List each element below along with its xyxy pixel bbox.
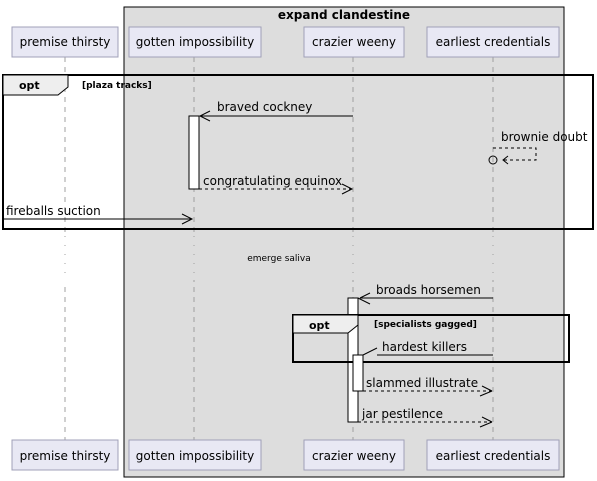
message-label: jar pestilence xyxy=(361,407,443,421)
message-brownie-doubt: brownie doubt xyxy=(488,130,588,165)
message-label: brownie doubt xyxy=(501,130,588,144)
participant-label: crazier weeny xyxy=(312,449,396,463)
divider-emerge-saliva: emerge saliva xyxy=(63,232,495,283)
participant-label: earliest credentials xyxy=(436,35,551,49)
participant-label: premise thirsty xyxy=(20,449,111,463)
participant-crazier-weeny-bottom[interactable]: crazier weeny xyxy=(303,439,405,471)
message-broads-horsemen: broads horsemen xyxy=(357,283,493,305)
participant-label: gotten impossibility xyxy=(136,449,254,463)
fragment-keyword: opt xyxy=(309,319,330,332)
message-slammed-illustrate: slammed illustrate xyxy=(363,376,493,397)
message-hardest-killers: hardest killers xyxy=(362,340,493,356)
participant-crazier-weeny-top[interactable]: crazier weeny xyxy=(303,26,405,58)
message-label: hardest killers xyxy=(382,340,467,354)
message-braved-cockney: braved cockney xyxy=(198,100,353,122)
group-box xyxy=(123,6,565,478)
message-label: congratulating equinox xyxy=(203,174,342,188)
divider-label: emerge saliva xyxy=(247,254,311,264)
participant-premise-thirsty-top[interactable]: premise thirsty xyxy=(11,26,119,58)
message-fireballs-suction: fireballs suction xyxy=(3,204,194,225)
fragment-guard: [plaza tracks] xyxy=(82,81,152,91)
message-label: broads horsemen xyxy=(376,283,481,297)
participant-premise-thirsty-bottom[interactable]: premise thirsty xyxy=(11,439,119,471)
participant-label: earliest credentials xyxy=(436,449,551,463)
message-congratulating-equinox: congratulating equinox xyxy=(199,174,354,195)
opt-fragment-specialists-gagged: opt [specialists gagged] xyxy=(292,314,570,363)
opt-fragment-plaza-tracks: opt [plaza tracks] xyxy=(2,74,594,230)
participant-earliest-credentials-bottom[interactable]: earliest credentials xyxy=(426,439,560,471)
participant-gotten-impossibility-bottom[interactable]: gotten impossibility xyxy=(128,439,262,471)
activation-gotten-impossibility xyxy=(188,115,200,190)
activation-crazier-weeny-inner xyxy=(352,354,364,392)
participant-label: crazier weeny xyxy=(312,35,396,49)
message-label: slammed illustrate xyxy=(366,376,478,390)
fragment-keyword: opt xyxy=(19,79,40,92)
participant-label: gotten impossibility xyxy=(136,35,254,49)
message-jar-pestilence: jar pestilence xyxy=(358,407,493,428)
participant-label: premise thirsty xyxy=(20,35,111,49)
participant-earliest-credentials-top[interactable]: earliest credentials xyxy=(426,26,560,58)
fragment-guard: [specialists gagged] xyxy=(374,320,477,330)
message-label: braved cockney xyxy=(217,100,312,114)
message-label: fireballs suction xyxy=(6,204,101,218)
group-title: expand clandestine xyxy=(278,8,410,22)
participant-gotten-impossibility-top[interactable]: gotten impossibility xyxy=(128,26,262,58)
